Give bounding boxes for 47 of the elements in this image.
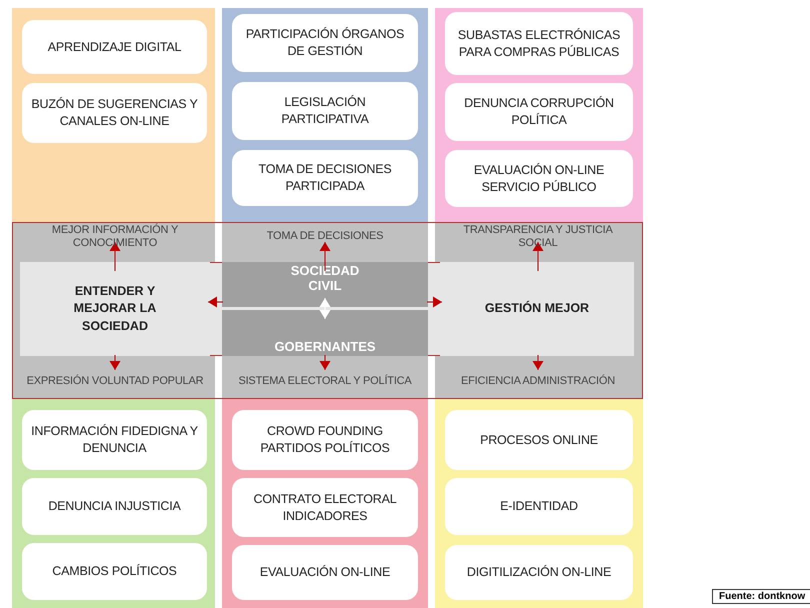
column-panel (12, 399, 215, 608)
outcome-label: EXPRESIÓN VOLUNTAD POPULAR (20, 368, 210, 396)
topic-card: INFORMACIÓN FIDEDIGNA Y DENUNCIA (22, 410, 207, 470)
outcome-label: SISTEMA ELECTORAL Y POLÍTICA (230, 368, 420, 396)
arrow (426, 296, 442, 308)
outcome-label: TRANSPARENCIA Y JUSTICIA SOCIAL (443, 223, 633, 251)
topic-card: CAMBIOS POLÍTICOS (22, 543, 207, 600)
central-band (20, 262, 634, 356)
topic-card: PARTICIPACIÓN ÓRGANOS DE GESTIÓN (232, 14, 418, 72)
topic-card: PROCESOS ONLINE (445, 410, 633, 470)
topic-card: BUZÓN DE SUGERENCIAS Y CANALES ON-LINE (22, 83, 207, 143)
topic-card: CONTRATO ELECTORAL INDICADORES (232, 478, 418, 537)
column-panel (12, 8, 215, 222)
arrow (532, 354, 544, 370)
topic-card: E-IDENTIDAD (445, 478, 633, 535)
arrow (532, 242, 544, 272)
topic-card: EVALUACIÓN ON-LINE SERVICIO PÚBLICO (445, 150, 633, 207)
column-panel (222, 8, 428, 222)
actor-panel: SOCIEDAD CIVIL (222, 262, 428, 307)
outcome-label: MEJOR INFORMACIÓN Y CONOCIMIENTO (20, 223, 210, 251)
node-label: GESTIÓN MEJOR (484, 301, 590, 316)
column-panel (222, 399, 428, 608)
topic-card: CROWD FOUNDING PARTIDOS POLÍTICOS (232, 410, 418, 470)
topic-card: TOMA DE DECISIONES PARTICIPADA (232, 150, 418, 206)
outcome-label: EFICIENCIA ADMINISTRACIÓN (443, 368, 633, 396)
source-note: Fuente: dontknow (712, 589, 810, 604)
arrow (110, 242, 120, 272)
goal-panel: GESTIÓN MEJOR (440, 262, 634, 356)
outcome-band (12, 222, 643, 399)
topic-card: EVALUACIÓN ON-LINE (232, 545, 418, 600)
node-label: ENTENDER Y MEJORAR LA SOCIEDAD (74, 284, 156, 333)
arrow (320, 298, 330, 320)
topic-card: LEGISLACIÓN PARTICIPATIVA (232, 82, 418, 140)
arrow (320, 242, 330, 272)
topic-card: DIGITILIZACIÓN ON-LINE (445, 545, 633, 600)
arrow (208, 296, 224, 308)
arrow (320, 354, 330, 370)
arrow (110, 354, 120, 370)
goal-panel: ENTENDER Y MEJORAR LA SOCIEDAD (20, 262, 210, 356)
outcome-label: TOMA DE DECISIONES (230, 223, 420, 251)
column-panel (435, 399, 643, 608)
column-panel (435, 8, 643, 222)
topic-card: SUBASTAS ELECTRÓNICAS PARA COMPRAS PÚBLICAS (445, 12, 633, 75)
topic-card: DENUNCIA CORRUPCIÓN POLÍTICA (445, 83, 633, 141)
actor-panel: GOBERNANTES (222, 310, 428, 356)
topic-card: DENUNCIA INJUSTICIA (22, 478, 207, 535)
topic-card: APRENDIZAJE DIGITAL (22, 20, 207, 74)
